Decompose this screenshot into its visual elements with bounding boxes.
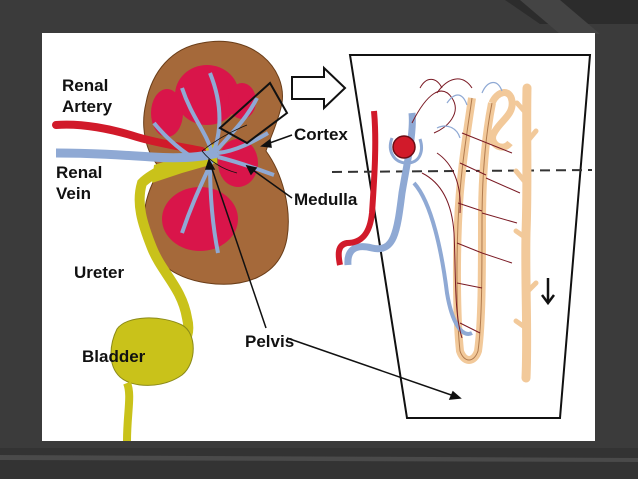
label-cortex: Cortex	[294, 125, 348, 144]
medulla-pyramid-top-left	[151, 89, 183, 137]
bladder	[110, 317, 194, 386]
label-renal-artery-line2: Artery	[62, 97, 113, 116]
label-pointers	[204, 134, 462, 400]
label-renal-artery-line1: Renal	[62, 76, 108, 95]
bowmans-capsule	[388, 137, 423, 165]
renal-artery	[52, 120, 206, 155]
collecting-duct-branches	[513, 100, 539, 331]
artery-branches	[201, 124, 248, 174]
label-bladder: Bladder	[82, 347, 146, 366]
label-pelvis: Pelvis	[245, 332, 294, 351]
label-ureter: Ureter	[74, 263, 124, 282]
flow-down-arrow-icon	[541, 278, 555, 306]
kidney-diagram: Renal Artery Renal Vein Cortex Medulla U…	[52, 40, 593, 441]
label-medulla: Medulla	[294, 190, 358, 209]
renal-vein	[55, 148, 220, 163]
zoom-region-box	[218, 81, 289, 145]
vessel-descending	[412, 181, 473, 336]
medulla-pyramid-bottom	[162, 187, 238, 251]
medulla-pyramid-top-right	[228, 83, 256, 119]
vasa-recta-red	[335, 110, 379, 266]
label-renal-vein-line1: Renal	[56, 163, 102, 182]
convoluted-tubule	[488, 89, 516, 151]
zoom-arrow-icon	[291, 65, 347, 111]
collecting-duct	[521, 83, 532, 383]
capillary-network-blue	[436, 82, 503, 139]
diagram-panel: Renal Artery Renal Vein Cortex Medulla U…	[42, 33, 595, 441]
urethra	[123, 381, 134, 441]
glomerulus	[392, 135, 416, 159]
label-renal-vein-line2: Vein	[56, 184, 91, 203]
